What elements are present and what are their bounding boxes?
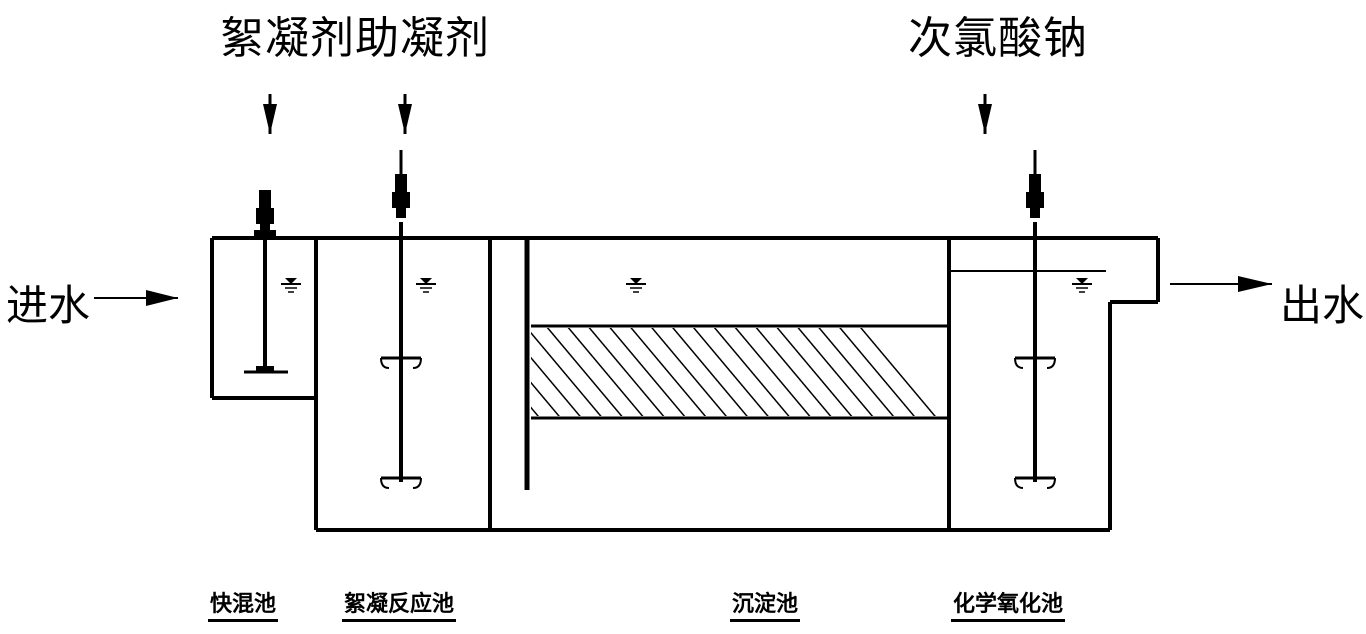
sedimentation-tank-label: 沉淀池 bbox=[730, 593, 801, 622]
inclined-tube-settler bbox=[531, 324, 949, 420]
outlet-arrow-icon bbox=[1170, 276, 1272, 292]
water-level-icon bbox=[280, 277, 302, 293]
inlet-label: 进水 bbox=[6, 281, 91, 330]
flocculant-dose-arrow-icon bbox=[261, 92, 279, 136]
rapid-mix-tank-label: 快混池 bbox=[208, 593, 279, 622]
flocculant-label: 絮凝剂 bbox=[220, 13, 355, 64]
flocculation-mixer bbox=[379, 150, 423, 490]
coagulant-aid-dose-arrow-icon bbox=[396, 92, 414, 136]
inlet-arrow-icon bbox=[94, 290, 178, 306]
water-level-icon bbox=[625, 277, 647, 293]
outlet-weir bbox=[1110, 238, 1160, 304]
sodium-hypochlorite-label: 次氯酸钠 bbox=[908, 13, 1088, 64]
main-tank-body bbox=[314, 236, 1158, 532]
oxidation-mixer bbox=[1013, 150, 1057, 490]
oxidation-tank-label: 化学氧化池 bbox=[951, 593, 1066, 622]
flocculation-tank-label: 絮凝反应池 bbox=[342, 593, 457, 622]
rapid-mix-mixer bbox=[244, 190, 288, 374]
water-level-icon bbox=[415, 277, 437, 293]
coagulant-aid-label: 助凝剂 bbox=[355, 13, 490, 64]
water-level-icon bbox=[1071, 277, 1093, 293]
hypochlorite-dose-arrow-icon bbox=[976, 92, 994, 136]
outlet-label: 出水 bbox=[1280, 281, 1365, 330]
